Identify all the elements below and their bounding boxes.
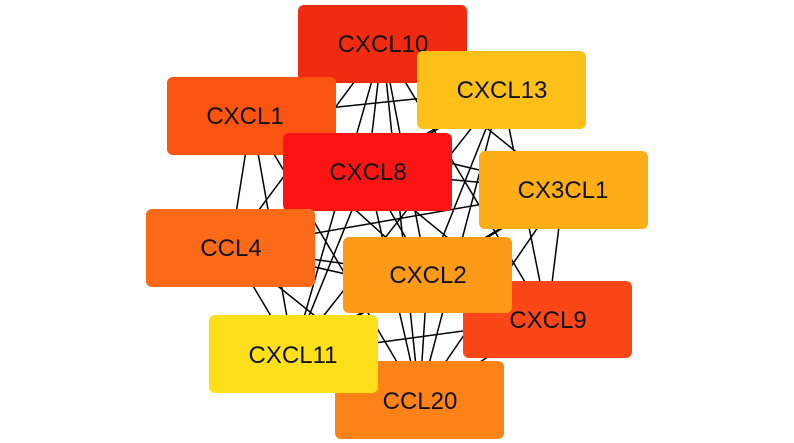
- edge-cxcl10-ccl20: [381, 43, 421, 401]
- node-cxcl13[interactable]: CXCL13: [417, 51, 586, 129]
- node-label-cxcl2: CXCL2: [389, 262, 466, 289]
- node-cxcl2[interactable]: CXCL2: [343, 237, 512, 313]
- edge-cxcl13-cxcl11: [292, 89, 503, 355]
- node-label-cx3cl1: CX3CL1: [518, 177, 609, 204]
- edge-cxcl1-ccl20: [250, 115, 421, 401]
- node-ccl4[interactable]: CCL4: [146, 209, 315, 287]
- node-label-ccl20: CCL20: [383, 388, 458, 415]
- node-label-cxcl1: CXCL1: [206, 103, 283, 130]
- node-label-cxcl9: CXCL9: [509, 307, 586, 334]
- node-label-ccl4: CCL4: [200, 235, 261, 262]
- node-cxcl8[interactable]: CXCL8: [283, 133, 452, 211]
- node-label-cxcl11: CXCL11: [249, 342, 338, 369]
- node-cxcl11[interactable]: CXCL11: [209, 315, 378, 393]
- node-label-cxcl10: CXCL10: [338, 31, 429, 58]
- node-cx3cl1[interactable]: CX3CL1: [479, 151, 648, 229]
- node-label-cxcl8: CXCL8: [329, 159, 406, 186]
- node-label-cxcl13: CXCL13: [457, 77, 548, 104]
- nodes-layer: CXCL10 CXCL13 CXCL1 CXCL8 CX3CL1 CCL4 CX…: [146, 5, 648, 439]
